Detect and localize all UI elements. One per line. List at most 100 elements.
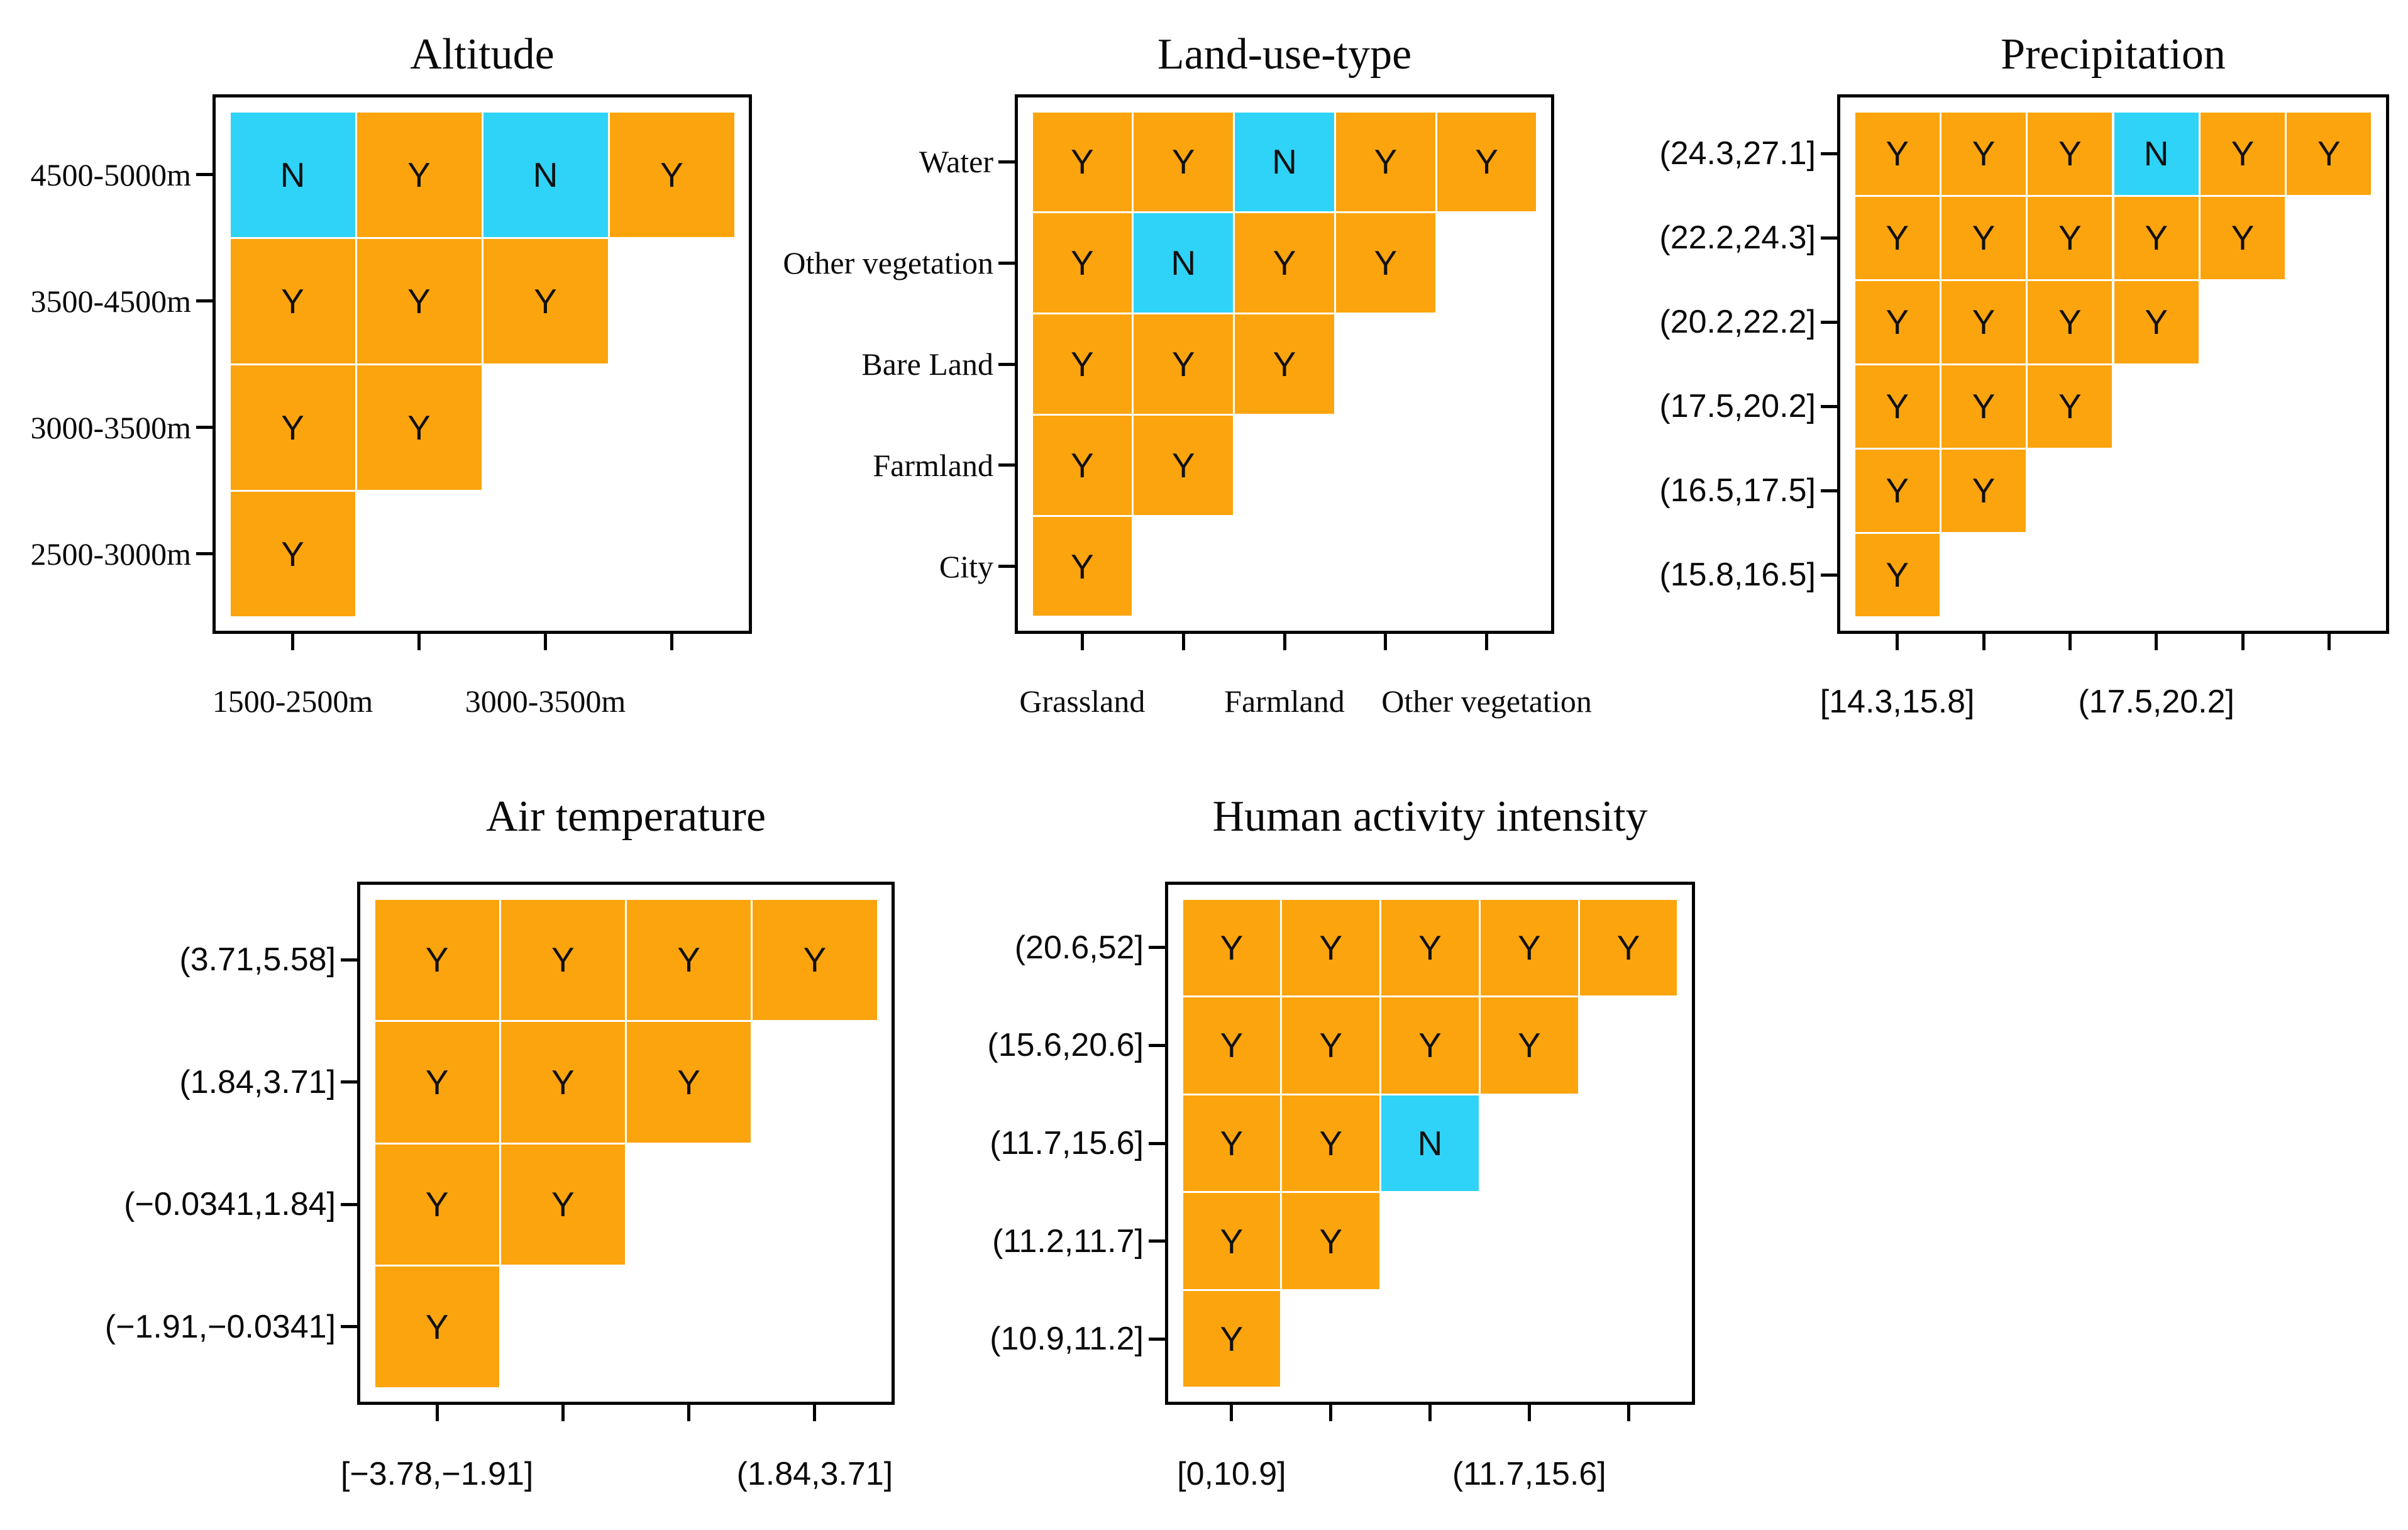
x-axis-label: (1.84,3.71] [736,1456,893,1492]
y-axis-tick [1821,489,1837,492]
x-axis-label: Grassland [1019,684,1146,719]
matrix-cell: Y [500,1144,625,1265]
y-axis-label: (3.71,5.58] [179,941,336,978]
matrix-cell: Y [2028,112,2113,195]
y-axis-tick [1149,1239,1165,1243]
matrix-cell: Y [2114,196,2199,279]
x-axis-tick [670,634,673,650]
y-axis-tick [998,160,1015,164]
y-axis-tick [341,1202,357,1206]
matrix-cell: Y [2114,280,2199,363]
y-axis-label: 4500-5000m [30,157,191,192]
x-axis-tick [2241,634,2245,650]
matrix-cell: Y [1183,899,1281,996]
matrix-cell: Y [2287,112,2372,195]
matrix-cell: Y [1282,1193,1380,1289]
matrix-cell: Y [627,899,751,1020]
matrix-cell: Y [375,1267,499,1387]
y-axis-label: 3000-3500m [30,409,191,445]
y-axis-label: (−0.0341,1.84] [124,1186,336,1223]
matrix-cell: Y [1134,314,1234,414]
matrix-cell: N [1134,213,1234,313]
y-axis-label: (1.84,3.71] [179,1063,336,1100]
matrix-cell: Y [2028,196,2113,279]
x-axis-tick [1230,1405,1234,1421]
x-axis-tick [1982,634,1985,650]
matrix-cell: N [1381,1095,1479,1192]
y-axis-label: (15.8,16.5] [1659,557,1816,593]
y-axis-label: (20.2,22.2] [1659,304,1816,340]
x-axis-label: [0,10.9] [1177,1456,1286,1492]
y-axis-tick [998,565,1015,568]
y-axis-label: Farmland [873,447,993,483]
y-axis-label: (15.6,20.6] [987,1027,1144,1064]
matrix-cell: Y [1032,516,1132,616]
x-axis-label: [−3.78,−1.91] [340,1456,534,1492]
x-axis-tick [1384,634,1388,650]
x-axis-tick [1428,1405,1432,1421]
matrix-cell: Y [1855,196,1940,279]
y-axis-tick [341,1325,357,1329]
matrix-cell: Y [1855,449,1940,532]
matrix-cell: Y [375,1144,499,1265]
matrix-cell: Y [1183,1193,1281,1289]
matrix-cell: Y [1941,365,2026,448]
matrix-cell: Y [1855,280,1940,363]
y-axis-tick [1821,573,1837,577]
x-axis-label: (11.7,15.6] [1452,1456,1606,1492]
y-axis-tick [341,958,357,962]
x-axis-label: (17.5,20.2] [2078,684,2234,720]
x-axis-tick [1485,634,1489,650]
y-axis-tick [196,426,213,429]
y-axis-tick [196,173,213,176]
matrix-cell: Y [1855,112,1940,195]
matrix-cell: Y [230,491,355,616]
matrix-cell: Y [1941,280,2026,363]
matrix-cell: Y [356,112,482,237]
matrix-cell: Y [1335,112,1435,212]
matrix-cell: Y [356,238,482,363]
y-axis-tick [1821,320,1837,324]
matrix-cell: Y [1480,899,1578,996]
matrix-cell: Y [1941,112,2026,195]
y-axis-tick [1149,946,1165,950]
x-axis-tick [2155,634,2158,650]
panel-title: Human activity intensity [1212,792,1648,841]
matrix-cell: Y [1134,415,1234,515]
matrix-cell: Y [1381,899,1479,996]
x-axis-label: 1500-2500m [212,684,373,719]
y-axis-label: Other vegetation [783,245,993,281]
y-axis-label: (24.3,27.1] [1659,135,1816,172]
matrix-cell: Y [627,1022,751,1143]
matrix-cell: Y [375,899,499,1020]
matrix-cell: Y [2028,280,2113,363]
matrix-cell: Y [230,365,355,490]
matrix-cell: Y [1032,415,1132,515]
x-axis-tick [291,634,294,650]
matrix-cell: Y [1282,997,1380,1094]
y-axis-tick [1149,1043,1165,1047]
y-axis-tick [998,261,1015,265]
panel-title: Land-use-type [1157,30,1412,79]
y-axis-tick [1149,1337,1165,1341]
y-axis-tick [1821,236,1837,240]
panel-title: Altitude [410,30,555,79]
x-axis-label: Farmland [1224,684,1345,719]
matrix-cell: Y [1941,449,2026,532]
matrix-cell: Y [2200,196,2285,279]
matrix-cell: Y [1183,1290,1281,1387]
matrix-cell: Y [1437,112,1537,212]
y-axis-label: (11.2,11.7] [992,1222,1144,1260]
matrix-cell: Y [500,899,625,1020]
y-axis-tick [1821,152,1837,155]
y-axis-tick [196,552,213,555]
y-axis-label: (16.5,17.5] [1659,472,1816,509]
x-axis-tick [1329,1405,1333,1421]
x-axis-tick [417,634,421,650]
matrix-cell: Y [1335,213,1435,313]
x-axis-tick [1896,634,1899,650]
